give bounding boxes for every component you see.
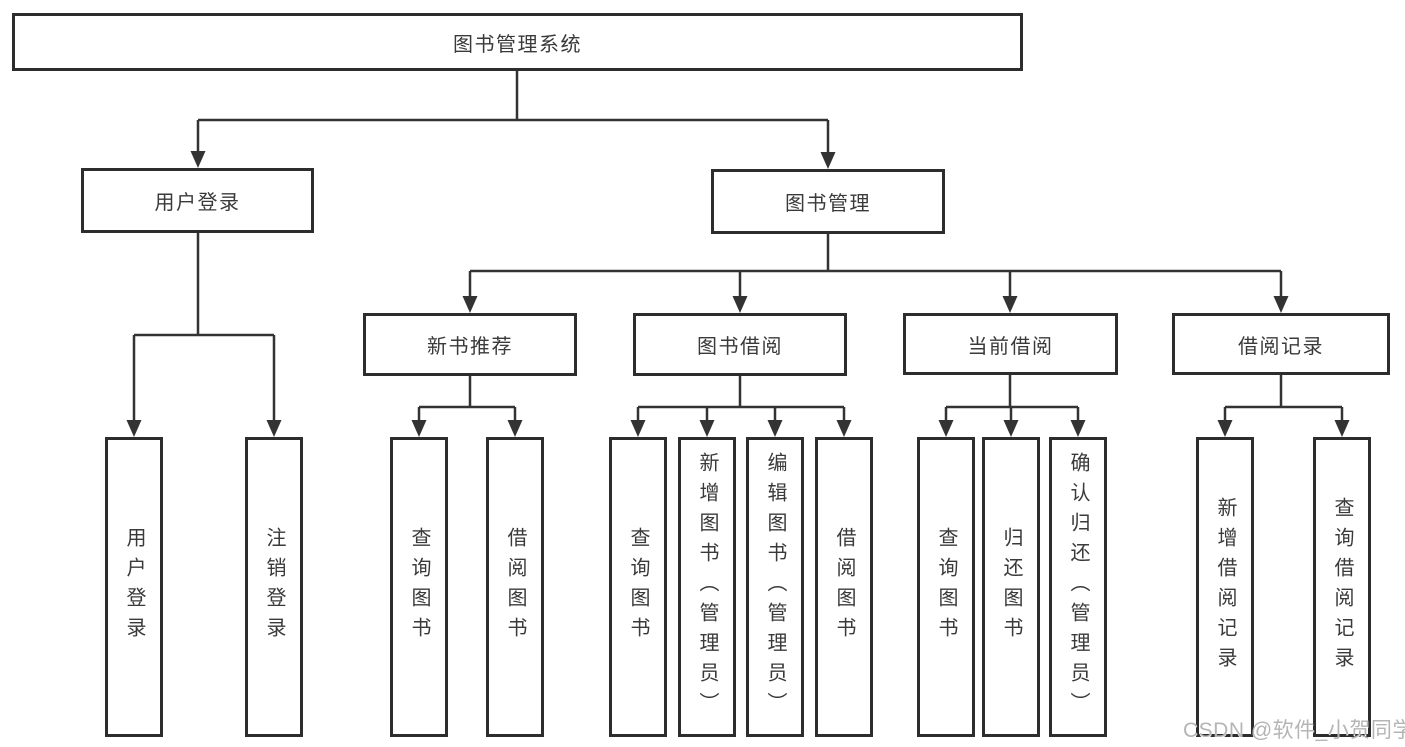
node-user-login-label: 用户登录 — [154, 192, 241, 214]
node-book-borrow: 图书借阅 — [633, 313, 847, 376]
node-user-login: 用户登录 — [81, 168, 314, 233]
leaf-return-books: 归还图书 — [982, 437, 1040, 737]
leaf-add-borrow-record: 新增借阅记录 — [1196, 437, 1254, 737]
leaf-logout-label: 注销登录 — [263, 527, 285, 647]
node-book-management: 图书管理 — [711, 169, 945, 234]
leaf-edit-book-admin: 编辑图书（管理员） — [746, 437, 804, 737]
node-book-management-label: 图书管理 — [785, 193, 871, 215]
leaf-add-borrow-record-label: 新增借阅记录 — [1214, 497, 1236, 677]
leaf-borrow-books-2-label: 借阅图书 — [833, 527, 855, 647]
leaf-query-books-3-label: 查询图书 — [935, 527, 957, 647]
node-borrow-records-label: 借阅记录 — [1238, 335, 1324, 358]
node-current-borrow-label: 当前借阅 — [967, 335, 1054, 358]
leaf-borrow-books-1-label: 借阅图书 — [504, 527, 526, 647]
node-root: 图书管理系统 — [12, 13, 1023, 71]
leaf-query-books-2: 查询图书 — [609, 437, 667, 737]
leaf-query-borrow-record-label: 查询借阅记录 — [1331, 497, 1353, 677]
leaf-edit-book-admin-label: 编辑图书（管理员） — [764, 452, 786, 722]
leaf-query-books-1-label: 查询图书 — [408, 527, 430, 647]
node-book-borrow-label: 图书借阅 — [697, 336, 783, 358]
leaf-query-books-3: 查询图书 — [917, 437, 975, 737]
leaf-logout: 注销登录 — [245, 437, 303, 737]
leaf-return-books-label: 归还图书 — [1000, 527, 1022, 647]
leaf-add-book-admin: 新增图书（管理员） — [678, 437, 736, 737]
node-borrow-records: 借阅记录 — [1172, 313, 1390, 375]
leaf-user-login-label: 用户登录 — [123, 527, 145, 647]
leaf-query-borrow-record: 查询借阅记录 — [1313, 437, 1371, 737]
leaf-confirm-return-admin-label: 确认归还（管理员） — [1067, 452, 1089, 722]
leaf-confirm-return-admin: 确认归还（管理员） — [1049, 437, 1107, 737]
leaf-user-login: 用户登录 — [105, 437, 163, 737]
node-new-book-recommend-label: 新书推荐 — [427, 336, 513, 358]
leaf-add-book-admin-label: 新增图书（管理员） — [696, 452, 718, 722]
leaf-borrow-books-2: 借阅图书 — [815, 437, 873, 737]
node-new-book-recommend: 新书推荐 — [363, 313, 577, 376]
leaf-query-books-1: 查询图书 — [390, 437, 448, 737]
csdn-watermark: CSDN @软件_小贺同学 — [1183, 719, 1405, 742]
leaf-query-books-2-label: 查询图书 — [627, 527, 649, 647]
node-root-label: 图书管理系统 — [453, 33, 582, 56]
leaf-borrow-books-1: 借阅图书 — [486, 437, 544, 737]
node-current-borrow: 当前借阅 — [903, 313, 1118, 375]
